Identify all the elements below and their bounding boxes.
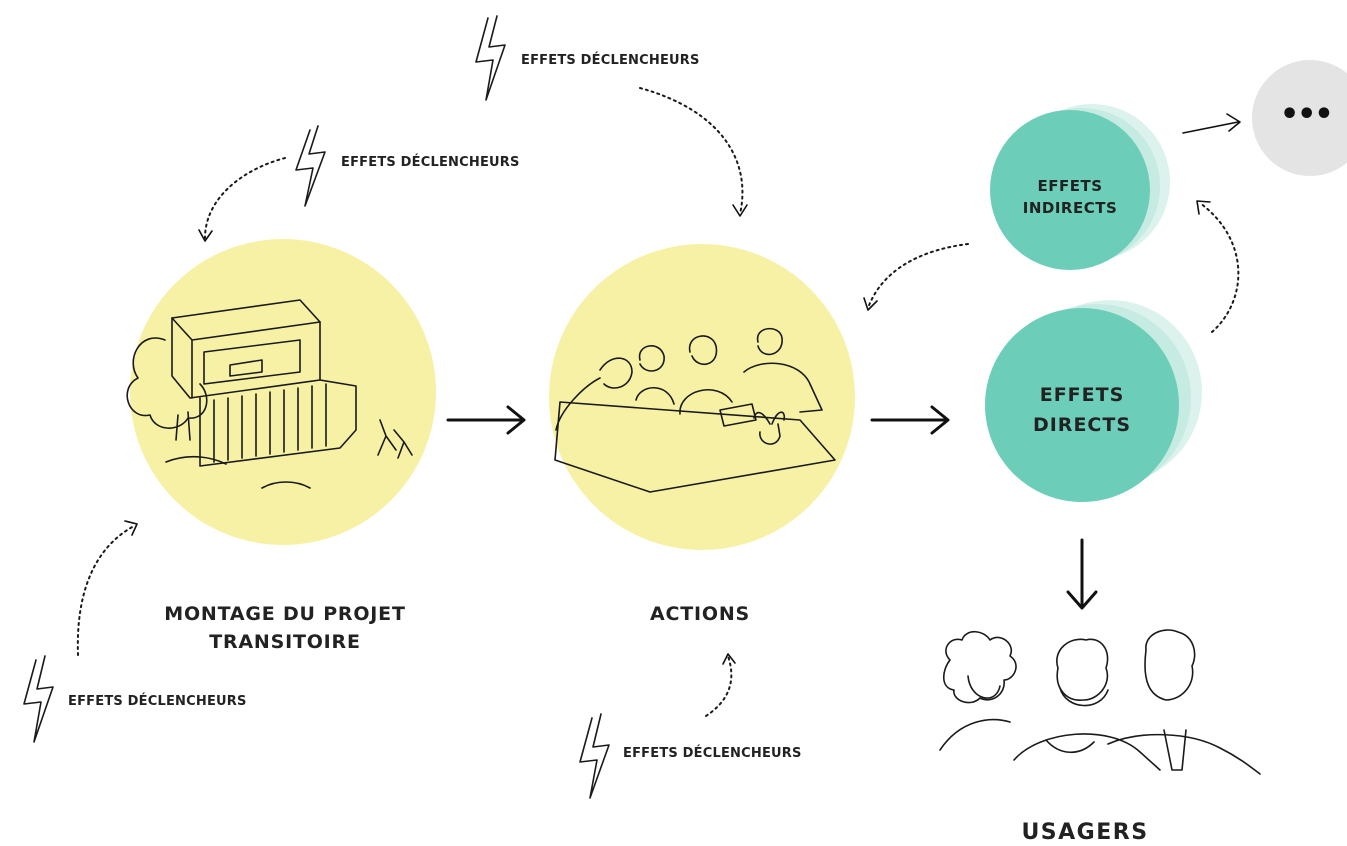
usagers-label: USAGERS [1021, 820, 1149, 845]
lightning-icon-top [475, 15, 506, 101]
arrow-directs-to-usagers [1066, 538, 1098, 610]
effets-indirects-label: EFFETS INDIRECTS [1000, 175, 1140, 219]
users-illustration [939, 629, 1261, 775]
montage-label-line1: MONTAGE DU PROJET [164, 603, 406, 625]
arrow-actions-to-directs [870, 405, 950, 435]
lightning-icon-bottom [579, 713, 610, 799]
dotted-arrow-bottom-to-actions [705, 653, 736, 717]
meeting-illustration [554, 327, 836, 493]
montage-label: MONTAGE DU PROJET TRANSITOIRE [150, 600, 420, 656]
trigger-label-bottom-left: EFFETS DÉCLENCHEURS [68, 694, 247, 709]
trigger-label-left: EFFETS DÉCLENCHEURS [341, 155, 520, 170]
dotted-arrow-left-to-montage [198, 157, 286, 242]
arrow-montage-to-actions [446, 405, 526, 435]
dotted-arrow-directs-to-indirects [1196, 200, 1240, 333]
trigger-label-top: EFFETS DÉCLENCHEURS [521, 53, 700, 68]
more-circle [1252, 60, 1347, 176]
dotted-arrow-indirects-to-actions [863, 243, 969, 311]
effets-indirects-circle [990, 104, 1170, 270]
trigger-label-bottom: EFFETS DÉCLENCHEURS [623, 746, 802, 761]
montage-circle [130, 239, 436, 545]
actions-label: ACTIONS [649, 603, 750, 625]
effets-directs-circle [985, 300, 1202, 502]
actions-circle [549, 244, 855, 550]
effets-directs-label: EFFETS DIRECTS [1002, 380, 1162, 440]
lightning-icon-left [295, 125, 326, 207]
effets-directs-line1: EFFETS [1039, 384, 1125, 406]
montage-label-line2: TRANSITOIRE [209, 631, 361, 653]
more-ellipsis: ••• [1280, 97, 1334, 132]
lightning-icon-bottom-left [23, 655, 54, 743]
effets-indirects-line2: INDIRECTS [1022, 199, 1118, 217]
building-illustration [126, 299, 413, 489]
dotted-arrow-bottom-left-to-montage [76, 520, 138, 656]
effets-directs-line2: DIRECTS [1032, 414, 1132, 436]
effets-indirects-line1: EFFETS [1037, 177, 1103, 195]
dotted-arrow-top-to-actions [639, 87, 748, 217]
arrow-indirects-to-more [1182, 113, 1241, 134]
